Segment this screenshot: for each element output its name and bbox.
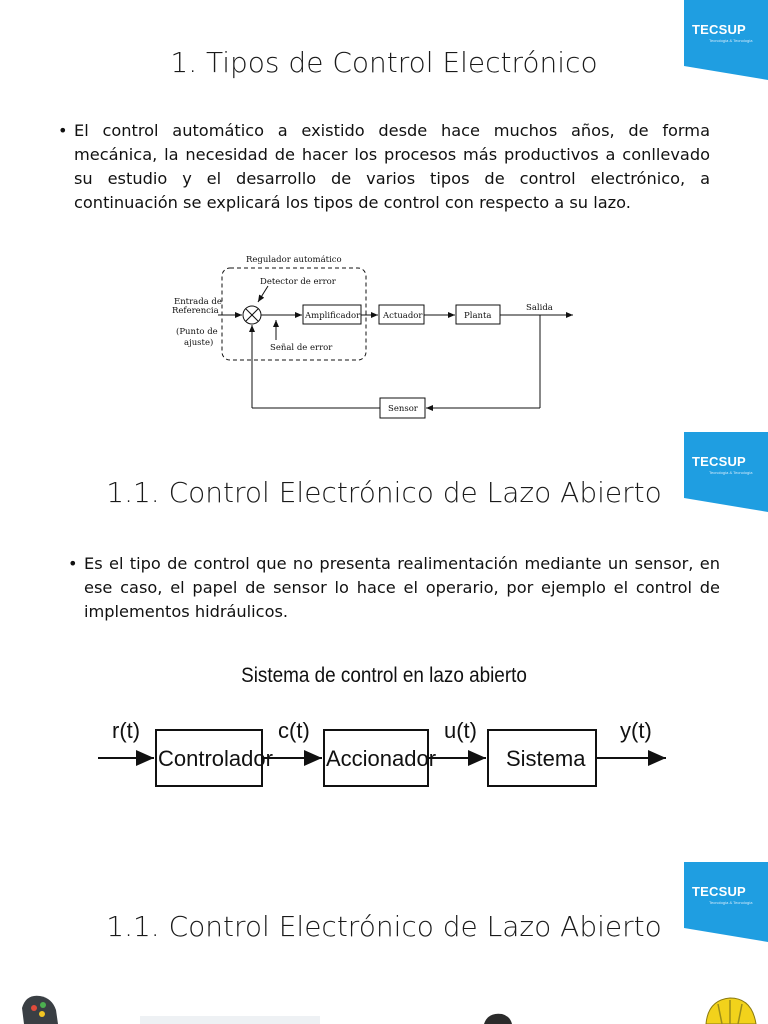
partial-image-icon bbox=[484, 1013, 512, 1024]
bullet-dot: • bbox=[68, 554, 78, 573]
faded-image-icon bbox=[140, 1016, 320, 1024]
closed-loop-diagram: Regulador automático Detector de error E… bbox=[168, 252, 588, 424]
u-label: u(t) bbox=[444, 718, 477, 743]
detector-label: Detector de error bbox=[260, 277, 337, 287]
amplificador-label: Amplificador bbox=[304, 311, 361, 321]
badge-shape bbox=[684, 0, 768, 80]
slide-3: TECSUP Tecnología & Tecnología 1.1. Cont… bbox=[0, 858, 768, 1024]
open-loop-title: Sistema de control en lazo abierto bbox=[241, 664, 527, 687]
badge-shape bbox=[684, 432, 768, 512]
controlador-label: Controlador bbox=[158, 746, 273, 771]
slide-1: TECSUP Tecnología & Tecnología 1. Tipos … bbox=[0, 0, 768, 428]
sensor-label: Sensor bbox=[388, 404, 419, 414]
bullet-text: Es el tipo de control que no presenta re… bbox=[84, 554, 720, 621]
regulator-box bbox=[221, 267, 367, 361]
hardhat-icon bbox=[705, 997, 757, 1024]
entrada-label-2: Referencia bbox=[172, 306, 219, 316]
sistema-label: Sistema bbox=[506, 746, 586, 771]
tecsup-badge: TECSUP Tecnología & Tecnología bbox=[684, 432, 768, 512]
page-title: 1.1. Control Electrónico de Lazo Abierto bbox=[106, 910, 662, 943]
y-label: y(t) bbox=[620, 718, 652, 743]
punto-label-2: ajuste) bbox=[184, 337, 213, 348]
regulator-label: Regulador automático bbox=[246, 254, 342, 265]
tecsup-tagline: Tecnología & Tecnología bbox=[709, 900, 753, 905]
accionador-block bbox=[323, 729, 429, 787]
salida-label: Salida bbox=[526, 303, 553, 313]
remote-control-icon bbox=[22, 995, 58, 1024]
slide-2: TECSUP Tecnología & Tecnología 1.1. Cont… bbox=[0, 428, 768, 858]
accionador-label: Accionador bbox=[326, 746, 436, 771]
c-label: c(t) bbox=[278, 718, 310, 743]
tecsup-logo: TECSUP bbox=[692, 454, 746, 469]
bullet-dot: • bbox=[58, 121, 68, 140]
badge-shape bbox=[684, 862, 768, 942]
tecsup-badge: TECSUP Tecnología & Tecnología bbox=[684, 862, 768, 942]
tecsup-logo: TECSUP bbox=[692, 22, 746, 37]
tecsup-badge: TECSUP Tecnología & Tecnología bbox=[684, 0, 768, 80]
senal-error-label: Señal de error bbox=[270, 343, 333, 353]
planta-label: Planta bbox=[464, 311, 491, 321]
entrada-label-1: Entrada de bbox=[174, 297, 222, 307]
r-label: r(t) bbox=[112, 718, 140, 743]
tecsup-tagline: Tecnología & Tecnología bbox=[709, 470, 753, 475]
bullet-text: El control automático a existido desde h… bbox=[74, 121, 710, 212]
actuador-label: Actuador bbox=[382, 311, 423, 321]
tecsup-tagline: Tecnología & Tecnología bbox=[709, 38, 753, 43]
page-title: 1.1. Control Electrónico de Lazo Abierto bbox=[106, 476, 662, 509]
tecsup-logo: TECSUP bbox=[692, 884, 746, 899]
page-title: 1. Tipos de Control Electrónico bbox=[170, 46, 598, 79]
controlador-block bbox=[155, 729, 263, 787]
punto-label-1: (Punto de bbox=[176, 326, 218, 337]
open-loop-diagram: r(t) Controlador c(t) Accionador u(t) Si… bbox=[92, 718, 672, 798]
